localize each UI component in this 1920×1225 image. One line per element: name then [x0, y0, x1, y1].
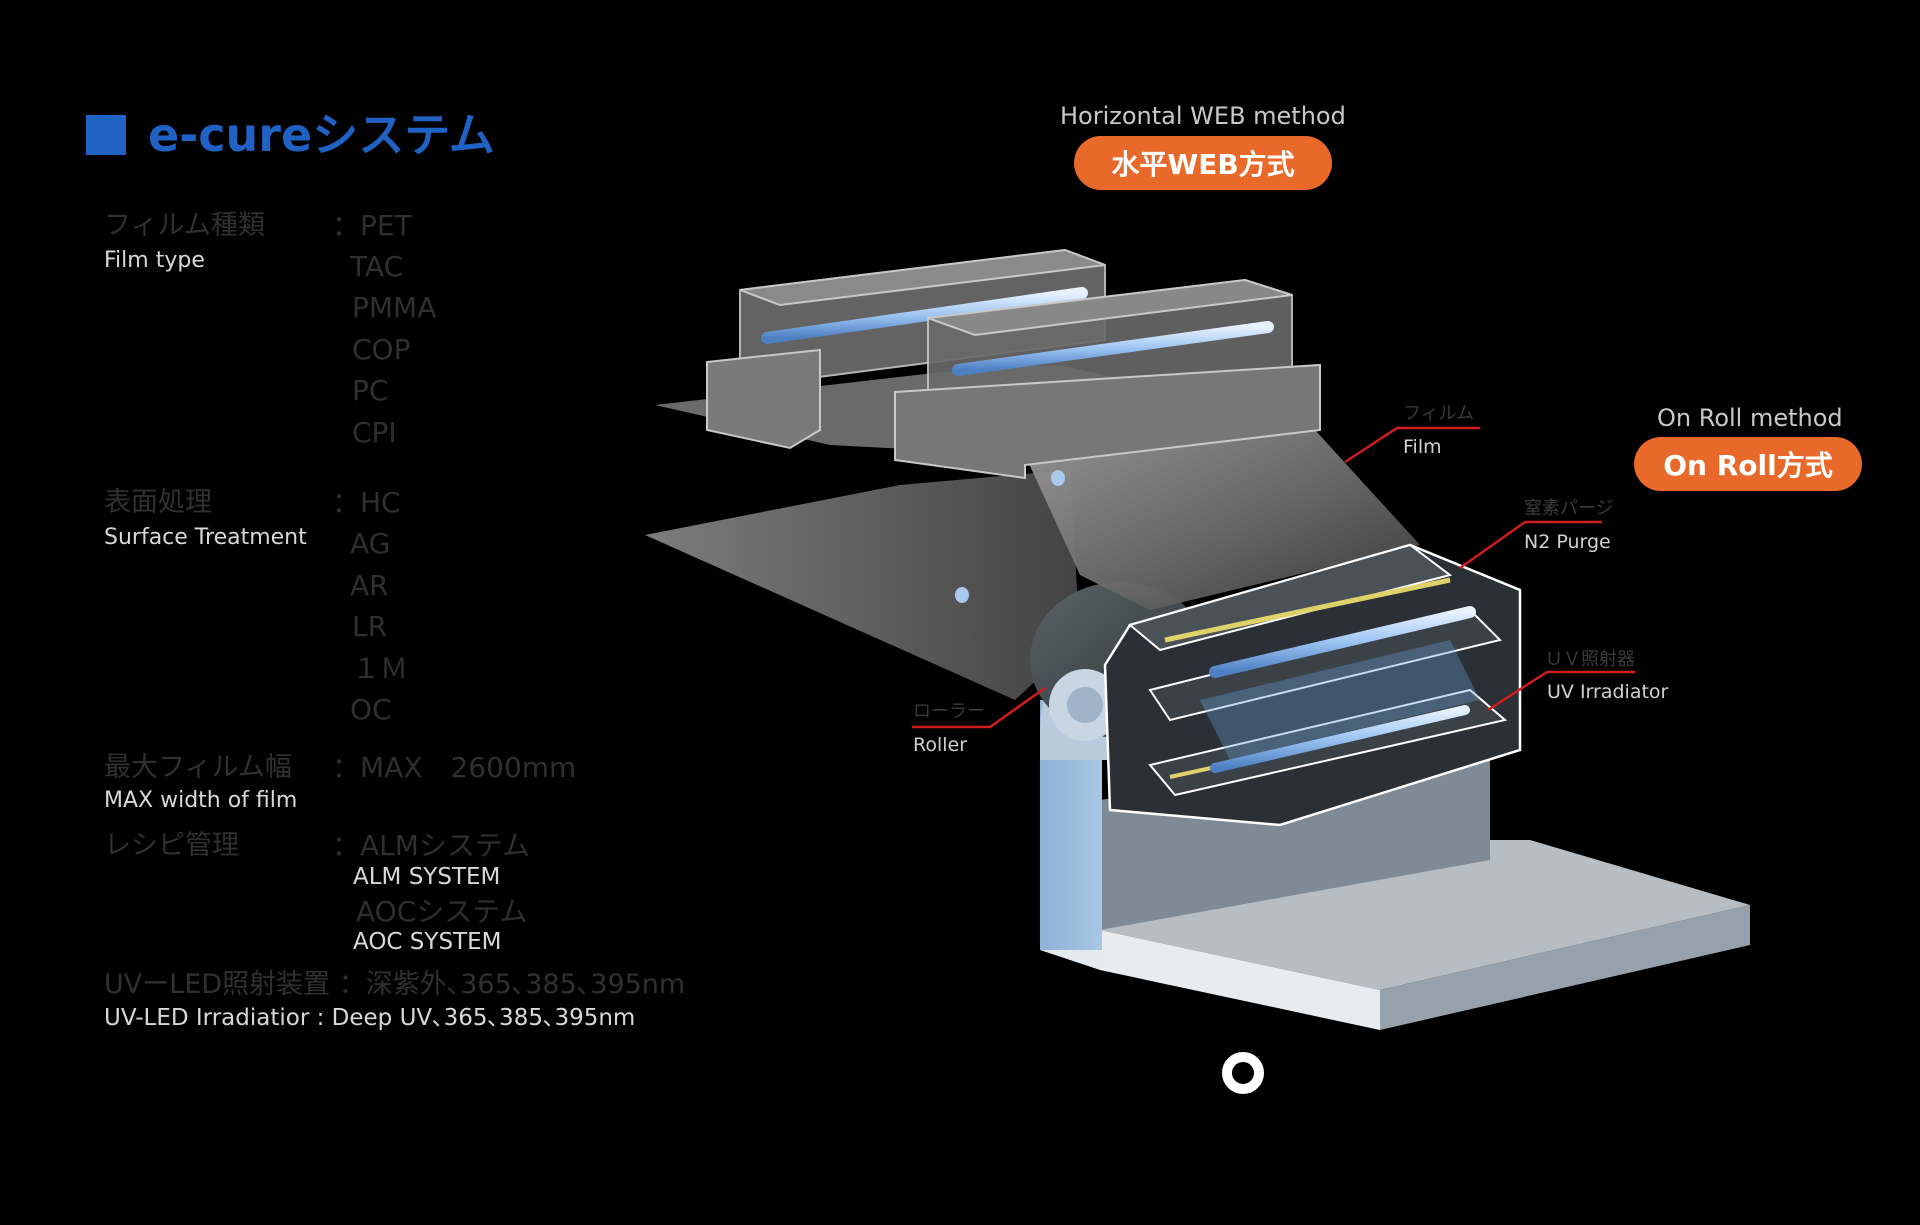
roller-callout-jp: ローラー	[913, 703, 985, 721]
film-callout-en: Film	[1403, 438, 1442, 457]
onroll-method-pill: On Roll方式	[1634, 437, 1862, 491]
uv-callout-en: UV Irradiator	[1547, 683, 1668, 702]
film-callout-jp: フィルム	[1403, 405, 1474, 423]
uv-callout-jp: ＵＶ照射器	[1545, 651, 1635, 669]
roller-hub-center	[1067, 687, 1103, 723]
guide-roll-end	[955, 587, 969, 603]
roller-callout-en: Roller	[913, 736, 967, 755]
guide-roll-end	[1051, 470, 1065, 486]
horizontal-method-caption: Horizontal WEB method	[1060, 104, 1346, 128]
ring-indicator-icon[interactable]	[1222, 1052, 1264, 1094]
lamp-box-back-base	[707, 350, 820, 448]
onroll-method-caption: On Roll method	[1657, 406, 1843, 430]
n2-callout-en: N2 Purge	[1524, 533, 1611, 552]
film-lower-sheet	[645, 470, 1080, 700]
horizontal-method-pill: 水平WEB方式	[1074, 136, 1332, 190]
n2-callout-jp: 窒素パージ	[1524, 500, 1614, 518]
